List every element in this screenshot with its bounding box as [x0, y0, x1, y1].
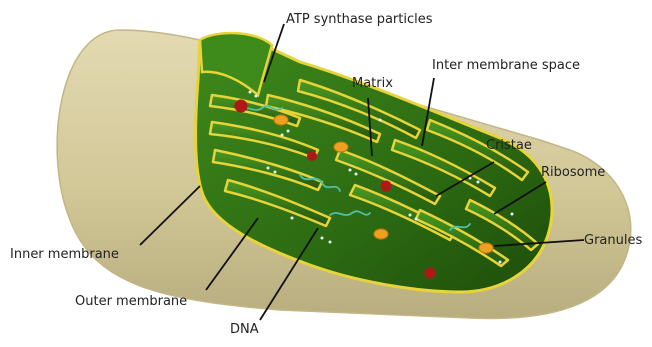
label-cristae: Cristae	[486, 138, 532, 154]
label-matrix: Matrix	[352, 76, 393, 92]
label-ribosome: Ribosome	[541, 165, 605, 181]
label-dna: DNA	[230, 322, 259, 338]
label-granules: Granules	[584, 233, 642, 249]
label-outer-membrane: Outer membrane	[75, 294, 187, 310]
label-inner-membrane: Inner membrane	[10, 247, 119, 263]
label-atp-synthase: ATP synthase particles	[286, 12, 433, 28]
label-inter-membrane-space: Inter membrane space	[432, 58, 580, 74]
